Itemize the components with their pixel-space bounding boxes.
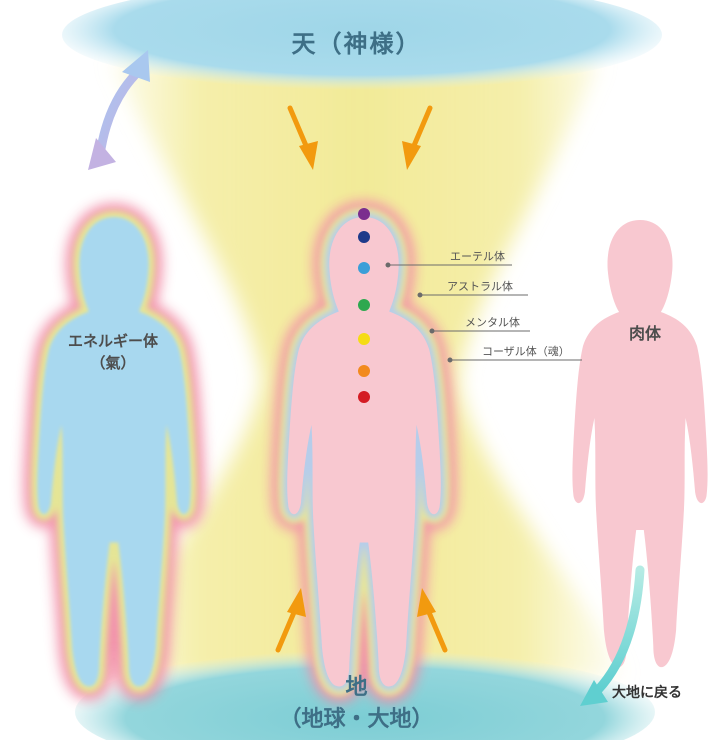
chakra-group [358,208,370,403]
heaven-ellipse [62,0,662,90]
chakra-third-eye [358,231,370,243]
earth-label-line2: （地球・大地） [279,707,434,732]
energy-body-label-line1: エネルギー体 [67,332,158,350]
chakra-throat [358,262,370,274]
flesh-body-figure [572,220,708,668]
double-arrow-icon [88,50,150,170]
layer-label-causal: コーザル体（魂） [482,345,570,358]
heaven-label: 天（神様） [291,30,422,58]
chakra-sacral [358,365,370,377]
earth-label: 地 （地球・大地） [0,672,713,736]
arrow-icon-top-right [402,105,433,170]
arrow-icon-top-left [287,105,318,170]
chakra-root [358,391,370,403]
chakra-solar-plexus [358,333,370,345]
return-arrow-icon [580,565,645,706]
energy-body-figure [37,217,191,687]
earth-ellipse [75,650,655,740]
chakra-crown [358,208,370,220]
chakra-heart [358,299,370,311]
earth-label-line1: 地 [345,675,368,700]
energy-body-label-line2: （氣） [90,354,136,372]
flesh-body-label: 肉体 [628,324,661,343]
layer-label-mental: メンタル体 [465,316,520,329]
arrow-icon-bottom-right [417,588,448,653]
layer-leader-lines [385,262,582,363]
return-to-earth-label: 大地に戻る [612,685,682,701]
arrow-icon-bottom-left [275,588,306,653]
layer-label-astral: アストラル体 [447,280,513,293]
energy-body-label: エネルギー体 （氣） [38,330,188,374]
layer-label-etheric: エーテル体 [450,250,505,263]
